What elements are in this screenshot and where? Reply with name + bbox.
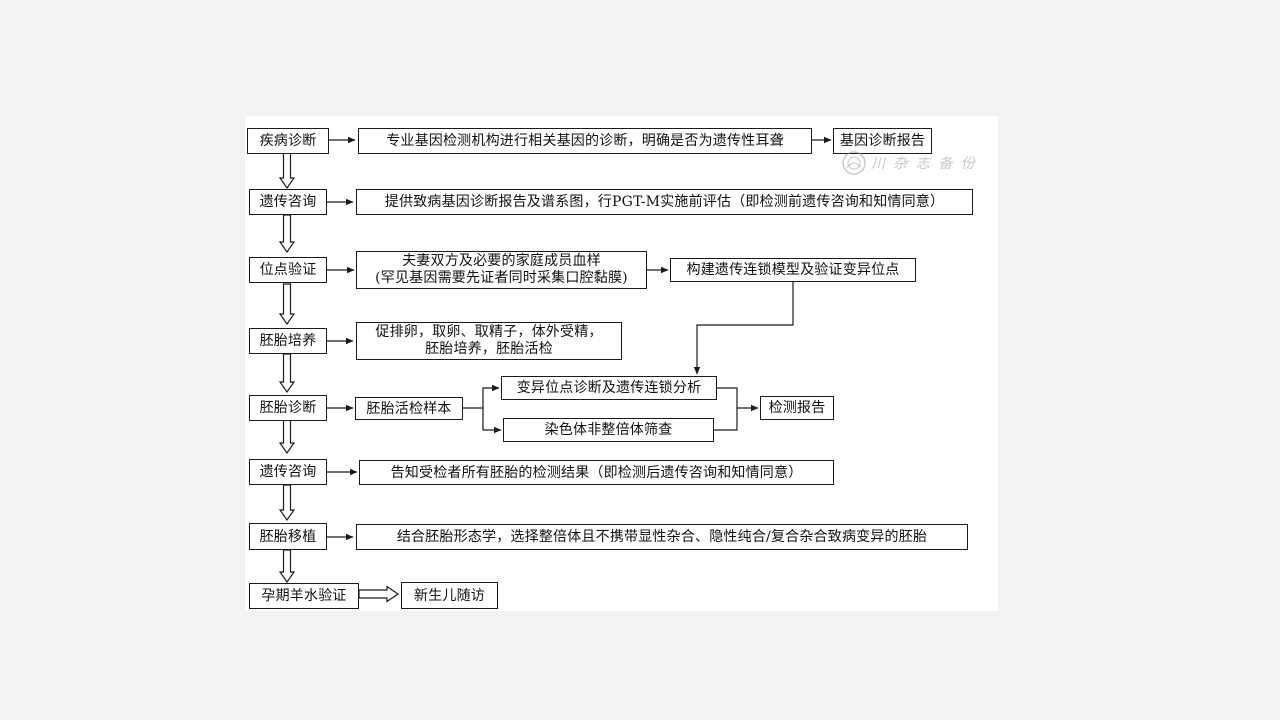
seal-icon <box>842 151 866 175</box>
connector-layer <box>278 136 832 603</box>
step-embryo-transfer: 胚胎移植 <box>249 523 327 550</box>
arrow-biopsy-to-screening <box>482 408 502 434</box>
down-arrow-3 <box>278 283 296 326</box>
arrow-biopsy-to-analysis <box>463 384 500 409</box>
step-embryo-diagnosis: 胚胎诊断 <box>249 395 327 421</box>
test-report-box: 检测报告 <box>760 396 834 420</box>
journal-watermark: 川 杂 志 备 份 <box>841 150 977 176</box>
gene-report-box: 基因诊断报告 <box>833 128 932 154</box>
blood-sample-line-2: (罕见基因需要先证者同时采集口腔黏膜) <box>375 270 628 286</box>
linkage-model-box: 构建遗传连锁模型及验证变异位点 <box>670 258 916 282</box>
down-arrow-5 <box>278 419 296 455</box>
newborn-followup-box: 新生儿随访 <box>401 582 498 609</box>
gene-testing-box: 专业基因检测机构进行相关基因的诊断，明确是否为遗传性耳聋 <box>358 128 812 154</box>
down-arrow-4 <box>278 353 296 394</box>
step-amniotic-verification: 孕期羊水验证 <box>249 583 359 609</box>
ivf-line-1: 促排卵，取卵、取精子，体外受精， <box>375 324 603 340</box>
biopsy-sample-box: 胚胎活检样本 <box>355 397 463 420</box>
ivf-line-2: 胚胎培养，胚胎活检 <box>425 341 553 357</box>
aneuploidy-screening-box: 染色体非整倍体筛查 <box>503 418 714 442</box>
down-arrow-6 <box>278 484 296 522</box>
family-blood-sample-box: 夫妻双方及必要的家庭成员血样 (罕见基因需要先证者同时采集口腔黏膜) <box>356 251 647 289</box>
down-arrow-7 <box>278 549 296 584</box>
step-disease-diagnosis: 疾病诊断 <box>247 128 329 154</box>
post-test-counseling-box: 告知受检者所有胚胎的检测结果（即检测后遗传咨询和知情同意） <box>359 460 834 485</box>
blood-sample-line-1: 夫妻双方及必要的家庭成员血样 <box>402 253 601 269</box>
line-screening-to-report <box>714 408 738 431</box>
vertical-block-arrows <box>278 152 400 603</box>
step-genetic-counseling-post: 遗传咨询 <box>249 459 327 485</box>
transfer-selection-box: 结合胚胎形态学，选择整倍体且不携带显性杂合、隐性纯合/复合杂合致病变异的胚胎 <box>356 524 968 550</box>
variant-linkage-analysis-box: 变异位点诊断及遗传连锁分析 <box>501 376 717 400</box>
down-arrow-2 <box>278 214 296 254</box>
step-embryo-culture: 胚胎培养 <box>249 328 327 354</box>
arrow-analysis-to-report <box>717 387 759 412</box>
line-arrows <box>327 136 832 541</box>
ivf-procedure-box: 促排卵，取卵、取精子，体外受精， 胚胎培养，胚胎活检 <box>356 322 622 360</box>
down-arrow-1 <box>278 152 296 190</box>
pre-test-counseling-box: 提供致病基因诊断报告及谱系图，行PGT-M实施前评估（即检测前遗传咨询和知情同意… <box>356 189 973 215</box>
flowchart: 疾病诊断 专业基因检测机构进行相关基因的诊断，明确是否为遗传性耳聋 基因诊断报告… <box>245 116 998 611</box>
right-block-arrow <box>358 585 400 603</box>
arrow-model-to-analysis <box>693 282 794 375</box>
step-genetic-counseling-pre: 遗传咨询 <box>249 189 327 215</box>
watermark-text: 川 杂 志 备 份 <box>871 156 977 172</box>
step-locus-verification: 位点验证 <box>249 257 327 283</box>
